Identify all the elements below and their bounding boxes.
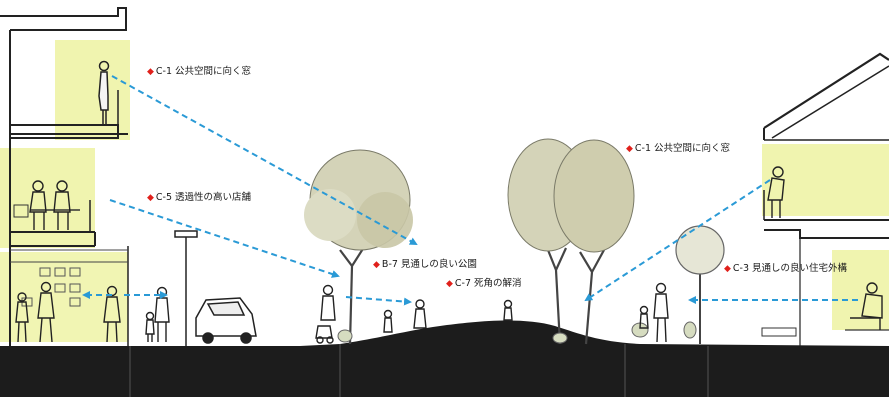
ground <box>0 320 889 397</box>
street-lamp <box>174 230 198 346</box>
sightline-upper-window <box>111 75 418 245</box>
person-window-upper <box>98 60 110 124</box>
label-c1-left: ◆C-1 公共空間に向く窓 <box>147 66 252 77</box>
label-c5: ◆C-5 透過性の高い店舗 <box>147 192 252 203</box>
label-c3: ◆C-3 見通しの良い住宅外構 <box>724 263 848 274</box>
sightline-house-window <box>584 179 771 302</box>
sightline-cafe <box>109 199 340 278</box>
label-b7: ◆B-7 見通しの良い公園 <box>373 259 477 270</box>
park-tree-3 <box>553 139 635 345</box>
diamond-icon: ◆ <box>724 264 731 274</box>
label-c1-right: ◆C-1 公共空間に向く窓 <box>626 143 731 154</box>
sightline-park <box>345 296 412 306</box>
people-house-garden <box>639 282 883 343</box>
person-street <box>145 286 170 342</box>
diamond-icon: ◆ <box>147 67 154 77</box>
diamond-icon: ◆ <box>147 193 154 203</box>
people-cafe <box>29 180 71 230</box>
sightlines <box>82 75 858 306</box>
park-tree-1 <box>304 149 413 345</box>
window-highlight-garden <box>832 250 889 330</box>
car <box>195 297 257 344</box>
diamond-icon: ◆ <box>446 279 453 289</box>
park-people <box>315 284 513 344</box>
diamond-icon: ◆ <box>373 260 380 270</box>
person-house-window <box>767 166 785 218</box>
diamond-icon: ◆ <box>626 144 633 154</box>
label-c7: ◆C-7 死角の解消 <box>446 278 522 289</box>
house-tree <box>675 225 725 344</box>
